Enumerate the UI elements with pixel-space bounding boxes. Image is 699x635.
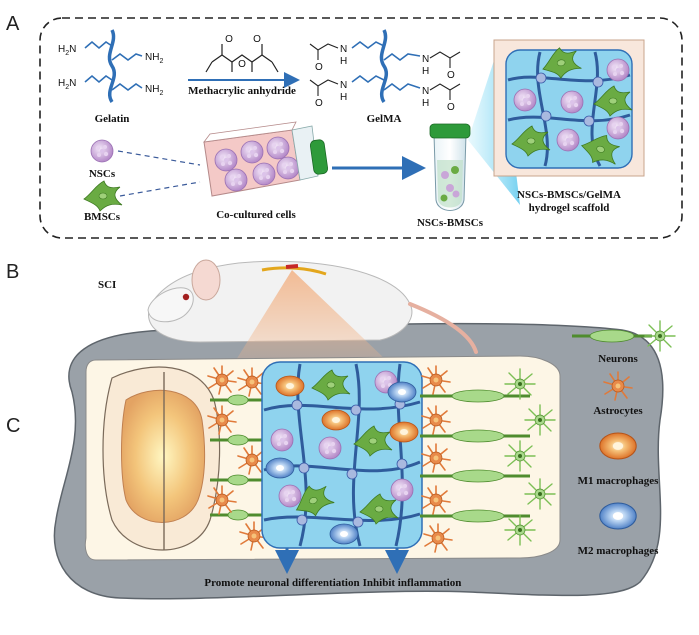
- bmsc-cell-icon: [83, 180, 123, 212]
- left-neurons: [210, 394, 270, 521]
- promote-label: Promote neuronal differentiation: [204, 577, 359, 589]
- svg-text:NH2: NH2: [145, 52, 163, 65]
- svg-text:N: N: [422, 86, 429, 97]
- svg-text:H2N: H2N: [58, 78, 76, 91]
- cocultured-label: Co-cultured cells: [216, 209, 296, 221]
- nsc-connector: [117, 150, 201, 166]
- legend-astrocytes-label: Astrocytes: [593, 405, 643, 417]
- panel-b-label: B: [6, 261, 19, 283]
- reagent-label: Methacrylic anhydride: [188, 85, 296, 97]
- svg-text:N: N: [340, 80, 347, 91]
- svg-text:N: N: [422, 54, 429, 65]
- legend-m1-label: M1 macrophages: [578, 475, 659, 487]
- svg-text:O: O: [315, 98, 323, 109]
- inhibit-label: Inhibit inflammation: [363, 577, 462, 589]
- legend: Neurons Astrocytes M1 macrophages M2 mac…: [572, 320, 676, 557]
- svg-text:NH2: NH2: [145, 84, 163, 97]
- svg-text:O: O: [253, 34, 261, 45]
- nsc-cell-icon: [90, 139, 114, 163]
- culture-flask: [203, 121, 329, 197]
- cord-cross-section: [102, 366, 221, 551]
- panel-a-frame: [39, 17, 683, 239]
- panel-c-label: C: [6, 415, 20, 437]
- svg-text:H: H: [340, 92, 347, 103]
- svg-text:O: O: [225, 34, 233, 45]
- gelma-label: GelMA: [367, 113, 402, 125]
- gelatin-structure: [84, 29, 143, 103]
- gelma-methacryl-groups: [309, 43, 461, 100]
- panel-a-label: A: [6, 13, 20, 35]
- nscs-label: NSCs: [89, 168, 116, 180]
- gelatin-label: Gelatin: [95, 113, 130, 125]
- scaffold-label-line1: NSCs-BMSCs/GelMA: [517, 189, 621, 201]
- lesion-beam: [236, 270, 386, 360]
- svg-text:O: O: [315, 62, 323, 73]
- gelatin-amine-groups: H2N NH2 H2N NH2: [58, 44, 163, 97]
- svg-text:O: O: [447, 102, 455, 113]
- legend-neuron-icon: [572, 320, 676, 352]
- cell-tube: [429, 123, 471, 211]
- methacrylic-anhydride-atoms: O O O: [225, 34, 261, 70]
- bmscs-label: BMSCs: [84, 211, 121, 223]
- gelma-atoms: N H O N H O N H O N H O: [315, 44, 455, 113]
- methacrylic-anhydride-structure: [205, 44, 279, 73]
- sci-label: SCI: [98, 279, 116, 291]
- nscs-bmscs-label: NSCs-BMSCs: [417, 217, 484, 229]
- gelma-structure: [351, 29, 421, 103]
- legend-m1-icon: [599, 432, 637, 460]
- central-hydrogel: [261, 361, 423, 549]
- legend-neurons-label: Neurons: [598, 353, 638, 365]
- legend-m2-icon: [599, 502, 637, 530]
- svg-text:N: N: [340, 44, 347, 55]
- legend-m2-label: M2 macrophages: [578, 545, 659, 557]
- svg-text:O: O: [238, 59, 246, 70]
- scaffold-box: [493, 39, 645, 177]
- svg-text:H2N: H2N: [58, 44, 76, 57]
- svg-text:H: H: [422, 98, 429, 109]
- bmsc-connector: [119, 181, 201, 197]
- svg-text:O: O: [447, 70, 455, 81]
- svg-text:H: H: [422, 66, 429, 77]
- right-neurons: [420, 368, 556, 546]
- svg-text:H: H: [340, 56, 347, 67]
- scaffold-label-line2: hydrogel scaffold: [529, 202, 610, 214]
